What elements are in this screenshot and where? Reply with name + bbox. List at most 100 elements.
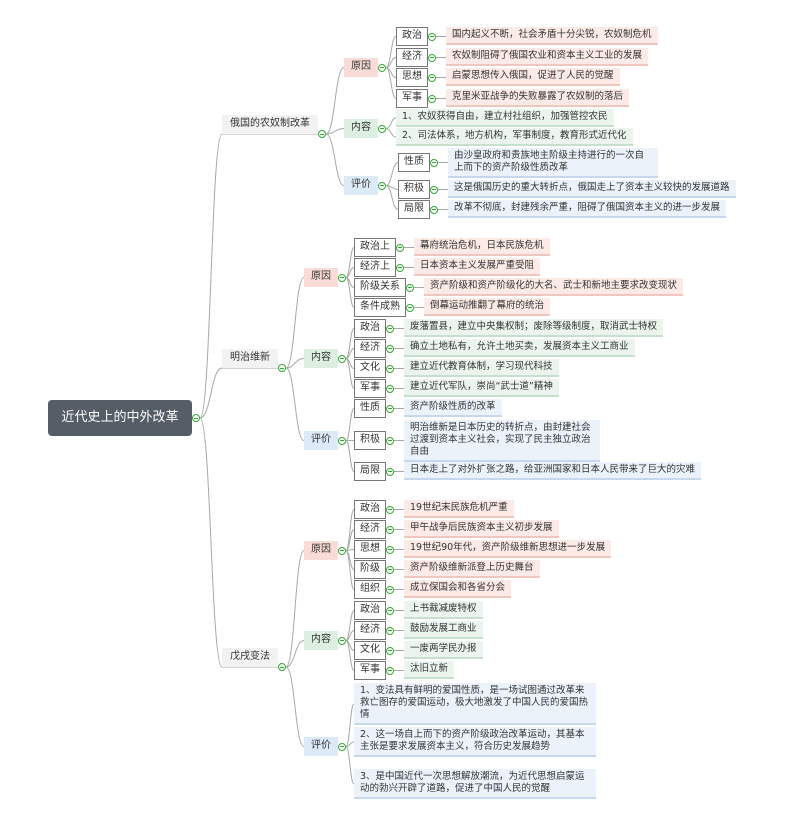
collapse-toggle-icon[interactable] (386, 585, 394, 594)
item-tag[interactable]: 性质 (398, 153, 430, 172)
collapse-toggle-icon[interactable] (386, 384, 394, 393)
item-text[interactable]: 上书裁减废特权 (404, 601, 483, 619)
item-text[interactable]: 汰旧立新 (404, 661, 455, 679)
item-text[interactable]: 1、农奴获得自由，建立村社组织，加强管控农民 (396, 109, 614, 127)
collapse-toggle-icon[interactable] (378, 124, 386, 133)
group-cause[interactable]: 原因 (344, 58, 378, 77)
item-text[interactable]: 日本资本主义发展严重受阻 (414, 258, 541, 276)
collapse-toggle-icon[interactable] (428, 73, 436, 82)
item-tag[interactable]: 政治 (354, 601, 386, 620)
collapse-toggle-icon[interactable] (430, 185, 438, 194)
item-text[interactable]: 明治维新是日本历史的转折点，由封建社会过渡到资本主义社会，实现了民主独立政治自由 (404, 420, 600, 462)
item-text[interactable]: 资产阶级维新派登上历史舞台 (404, 560, 540, 578)
item-tag[interactable]: 阶级 (354, 560, 386, 579)
item-text[interactable]: 成立保国会和各省分会 (404, 580, 512, 598)
item-text[interactable]: 建立近代教育体制，学习现代科技 (404, 359, 559, 377)
item-tag[interactable]: 积极 (354, 431, 386, 450)
item-tag[interactable]: 军事 (396, 89, 428, 108)
collapse-toggle-icon[interactable] (338, 636, 346, 645)
group-cause[interactable]: 原因 (304, 541, 338, 560)
item-tag[interactable]: 政治上 (354, 238, 396, 257)
collapse-toggle-icon[interactable] (386, 545, 394, 554)
item-tag[interactable]: 军事 (354, 661, 386, 680)
collapse-toggle-icon[interactable] (430, 158, 438, 167)
collapse-toggle-icon[interactable] (278, 364, 286, 372)
item-text[interactable]: 资产阶级性质的改革 (404, 399, 502, 417)
item-text[interactable]: 一废两学民办报 (404, 641, 483, 659)
item-tag[interactable]: 条件成熟 (354, 298, 406, 317)
item-tag[interactable]: 思想 (354, 540, 386, 559)
collapse-toggle-icon[interactable] (428, 32, 436, 41)
item-text[interactable]: 19世纪90年代，资产阶级维新思想进一步发展 (404, 540, 612, 558)
collapse-toggle-icon[interactable] (386, 364, 394, 373)
item-text[interactable]: 克里米亚战争的失败暴露了农奴制的落后 (446, 89, 630, 107)
item-text[interactable]: 建立近代军队，崇尚“武士道”精神 (404, 379, 559, 397)
collapse-toggle-icon[interactable] (386, 404, 394, 413)
collapse-toggle-icon[interactable] (192, 414, 200, 422)
collapse-toggle-icon[interactable] (278, 663, 286, 671)
item-tag[interactable]: 政治 (354, 319, 386, 338)
group-evaluation[interactable]: 评价 (304, 431, 338, 450)
collapse-toggle-icon[interactable] (396, 243, 404, 252)
item-tag[interactable]: 政治 (396, 27, 428, 46)
item-text[interactable]: 启蒙思想传入俄国，促进了人民的觉醒 (446, 68, 620, 86)
collapse-toggle-icon[interactable] (386, 646, 394, 655)
collapse-toggle-icon[interactable] (378, 63, 386, 72)
collapse-toggle-icon[interactable] (428, 53, 436, 62)
item-text[interactable]: 鼓励发展工商业 (404, 621, 483, 639)
collapse-toggle-icon[interactable] (386, 505, 394, 514)
collapse-toggle-icon[interactable] (406, 303, 414, 312)
item-text[interactable]: 废藩置县，建立中央集权制；废除等级制度，取消武士特权 (404, 319, 664, 337)
item-text[interactable]: 2、这一场自上而下的资产阶级政治改革运动，其基本主张是要求发展资本主义，符合历史… (354, 727, 596, 757)
item-text[interactable]: 19世纪末民族危机严重 (404, 500, 514, 518)
group-content[interactable]: 内容 (344, 119, 378, 138)
collapse-toggle-icon[interactable] (338, 546, 346, 555)
collapse-toggle-icon[interactable] (430, 205, 438, 214)
collapse-toggle-icon[interactable] (386, 666, 394, 675)
group-cause[interactable]: 原因 (304, 268, 338, 287)
item-text[interactable]: 日本走上了对外扩张之路，给亚洲国家和日本人民带来了巨大的灾难 (404, 462, 702, 480)
collapse-toggle-icon[interactable] (318, 130, 326, 138)
collapse-toggle-icon[interactable] (338, 742, 346, 751)
collapse-toggle-icon[interactable] (406, 283, 414, 292)
branch-russia[interactable]: 俄国的农奴制改革 (222, 115, 318, 134)
item-tag[interactable]: 军事 (354, 379, 386, 398)
item-tag[interactable]: 局限 (398, 200, 430, 219)
item-tag[interactable]: 性质 (354, 399, 386, 418)
item-text[interactable]: 2、司法体系，地方机构，军事制度，教育形式近代化 (396, 128, 633, 146)
item-text[interactable]: 幕府统治危机，日本民族危机 (414, 238, 550, 256)
item-tag[interactable]: 文化 (354, 641, 386, 660)
collapse-toggle-icon[interactable] (428, 94, 436, 103)
item-tag[interactable]: 思想 (396, 68, 428, 87)
branch-wuxu[interactable]: 戊戌变法 (222, 648, 278, 667)
item-tag[interactable]: 经济 (354, 339, 386, 358)
item-text[interactable]: 改革不彻底，封建残余严重，阻碍了俄国资本主义的进一步发展 (448, 200, 727, 218)
collapse-toggle-icon[interactable] (386, 436, 394, 445)
item-tag[interactable]: 文化 (354, 359, 386, 378)
group-evaluation[interactable]: 评价 (344, 176, 378, 195)
item-text[interactable]: 1、变法具有鲜明的爱国性质，是一场试图通过改革来救亡图存的爱国运动，极大地激发了… (354, 683, 596, 725)
item-text[interactable]: 甲午战争后民族资本主义初步发展 (404, 520, 559, 538)
collapse-toggle-icon[interactable] (378, 181, 386, 190)
collapse-toggle-icon[interactable] (386, 565, 394, 574)
item-tag[interactable]: 经济 (396, 48, 428, 67)
collapse-toggle-icon[interactable] (338, 436, 346, 445)
item-tag[interactable]: 经济 (354, 621, 386, 640)
collapse-toggle-icon[interactable] (386, 344, 394, 353)
item-tag[interactable]: 积极 (398, 180, 430, 199)
item-text[interactable]: 农奴制阻碍了俄国农业和资本主义工业的发展 (446, 48, 649, 66)
item-text[interactable]: 确立土地私有，允许土地买卖，发展资本主义工商业 (404, 339, 635, 357)
item-tag[interactable]: 政治 (354, 500, 386, 519)
item-text[interactable]: 这是俄国历史的重大转折点，俄国走上了资本主义较快的发展道路 (448, 180, 736, 198)
item-text[interactable]: 资产阶级和资产阶级化的大名、武士和新地主要求改变现状 (424, 278, 684, 296)
item-tag[interactable]: 经济 (354, 520, 386, 539)
collapse-toggle-icon[interactable] (338, 354, 346, 363)
collapse-toggle-icon[interactable] (386, 626, 394, 635)
item-text[interactable]: 3、是中国近代一次思想解放潮流，为近代思想启蒙运动的勃兴开辟了道路，促进了中国人… (354, 769, 596, 799)
item-text[interactable]: 由沙皇政府和贵族地主阶级主持进行的一次自上而下的资产阶级性质改革 (448, 148, 658, 178)
collapse-toggle-icon[interactable] (386, 606, 394, 615)
root-topic[interactable]: 近代史上的中外改革 (48, 400, 192, 436)
branch-meiji[interactable]: 明治维新 (222, 349, 278, 368)
item-text[interactable]: 国内起义不断，社会矛盾十分尖锐，农奴制危机 (446, 27, 658, 45)
item-text[interactable]: 倒幕运动推翻了幕府的统治 (424, 298, 551, 316)
